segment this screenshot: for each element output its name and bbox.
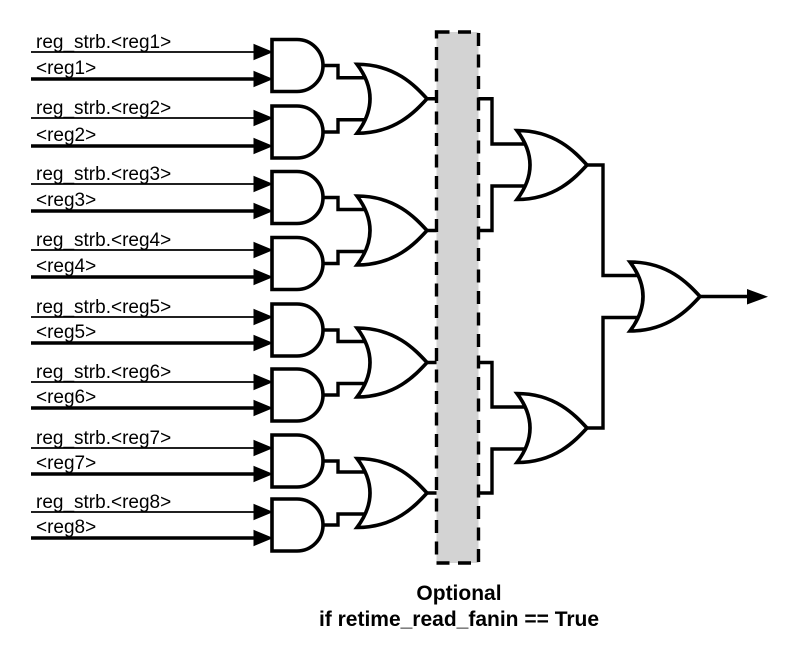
and-gate-2 (270, 104, 325, 160)
arrowhead-icon (253, 503, 274, 521)
arrowhead-icon (253, 241, 274, 259)
arrowhead-icon (253, 70, 274, 88)
or-gate-l1-4 (353, 456, 430, 530)
input-wires (31, 43, 274, 547)
or-gate-l2-2 (513, 391, 590, 465)
or-gate-l1-3 (353, 326, 430, 399)
input-label-strobe-3: reg_strb.<reg3> (36, 164, 171, 185)
arrowhead-icon (253, 399, 274, 417)
input-label-strobe-5: reg_strb.<reg5> (36, 297, 171, 318)
input-label-strobe-6: reg_strb.<reg6> (36, 362, 171, 383)
wire-and3-or2 (316, 195, 368, 212)
arrowhead-icon (253, 109, 274, 127)
arrowhead-icon (253, 373, 274, 391)
arrowhead-icon (253, 529, 274, 547)
wire-and8-or4 (316, 512, 368, 527)
and-gate-6 (270, 367, 325, 423)
and-gate-7 (270, 433, 325, 489)
and-gate-4 (270, 235, 325, 292)
arrowhead-icon (253, 308, 274, 326)
input-label-value-2: <reg2> (36, 125, 96, 146)
input-label-strobe-1: reg_strb.<reg1> (36, 32, 171, 53)
arrowhead-icon (253, 334, 274, 352)
or-gate-l1-1 (353, 62, 430, 136)
or-gate-l2-1 (513, 128, 590, 202)
optional-retime-band (434, 30, 481, 565)
arrowhead-icon (253, 137, 274, 155)
arrowhead-icon (253, 43, 274, 61)
and-gate-3 (270, 169, 325, 226)
or-gates-level1 (353, 62, 430, 530)
caption-line1: Optional (416, 582, 501, 605)
wire-l2a-final (587, 163, 641, 278)
caption: Optional if retime_read_fanin == True (319, 582, 599, 631)
and-gate-8 (270, 497, 325, 553)
arrowhead-icon (253, 439, 274, 457)
wire-and7-or4 (316, 459, 368, 474)
arrowhead-icon (253, 202, 274, 220)
wire-and6-or3 (316, 381, 368, 397)
wire-and4-or2 (316, 249, 368, 266)
input-label-strobe-2: reg_strb.<reg2> (36, 98, 171, 119)
and-gate-5 (270, 302, 325, 358)
input-label-value-3: <reg3> (36, 190, 96, 211)
wire-and2-or1 (316, 118, 368, 134)
arrowhead-icon (253, 268, 274, 286)
or-gate-l1-2 (353, 194, 430, 267)
input-label-strobe-7: reg_strb.<reg7> (36, 428, 171, 449)
input-label-value-5: <reg5> (36, 322, 96, 343)
input-label-value-6: <reg6> (36, 387, 96, 408)
input-labels: reg_strb.<reg1> <reg1> reg_strb.<reg2> <… (36, 32, 171, 538)
input-label-value-1: <reg1> (36, 58, 96, 79)
wire-and1-or1 (316, 63, 368, 80)
input-label-value-8: <reg8> (36, 517, 96, 538)
arrowhead-icon (253, 465, 274, 483)
wire-l2b-final (587, 315, 641, 430)
input-label-value-4: <reg4> (36, 256, 96, 277)
or-gates-level2 (513, 128, 590, 465)
input-label-value-7: <reg7> (36, 453, 96, 474)
or-gate-final (626, 260, 703, 333)
and-gate-1 (270, 37, 325, 94)
and-gates (270, 37, 325, 553)
input-label-strobe-8: reg_strb.<reg8> (36, 492, 171, 513)
input-label-strobe-4: reg_strb.<reg4> (36, 230, 171, 251)
arrowhead-icon (253, 175, 274, 193)
wire-and5-or3 (316, 328, 368, 344)
output-arrowhead-icon (747, 289, 768, 305)
caption-line2: if retime_read_fanin == True (319, 608, 599, 631)
